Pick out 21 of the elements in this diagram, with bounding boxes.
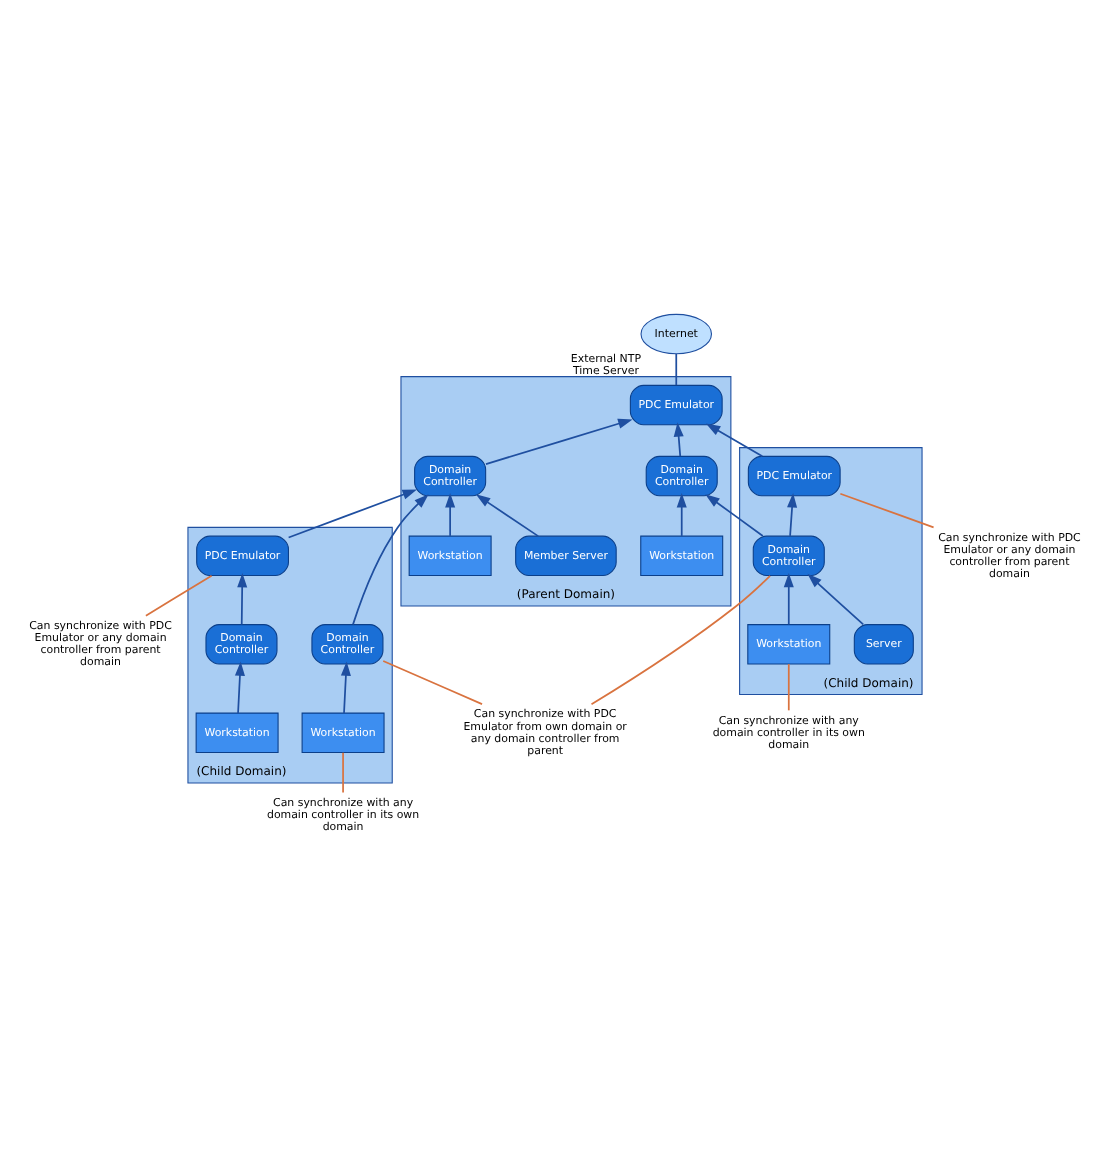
arrow bbox=[783, 572, 794, 626]
arrow bbox=[673, 422, 684, 457]
arrow bbox=[676, 493, 687, 537]
connector bbox=[787, 663, 790, 712]
connector bbox=[342, 751, 344, 794]
arrow bbox=[705, 494, 764, 537]
arrow bbox=[237, 572, 248, 626]
connector bbox=[675, 353, 678, 386]
connector bbox=[590, 575, 771, 706]
arrow bbox=[485, 418, 633, 465]
arrow bbox=[475, 494, 540, 537]
arrow bbox=[445, 493, 456, 537]
arrow bbox=[705, 423, 764, 458]
arrow bbox=[287, 489, 417, 539]
connector bbox=[145, 574, 213, 617]
arrow bbox=[787, 493, 798, 537]
arrow bbox=[340, 661, 351, 714]
arrow bbox=[807, 573, 865, 626]
arrow bbox=[234, 661, 245, 714]
arrow bbox=[352, 494, 429, 626]
connector bbox=[382, 660, 483, 705]
